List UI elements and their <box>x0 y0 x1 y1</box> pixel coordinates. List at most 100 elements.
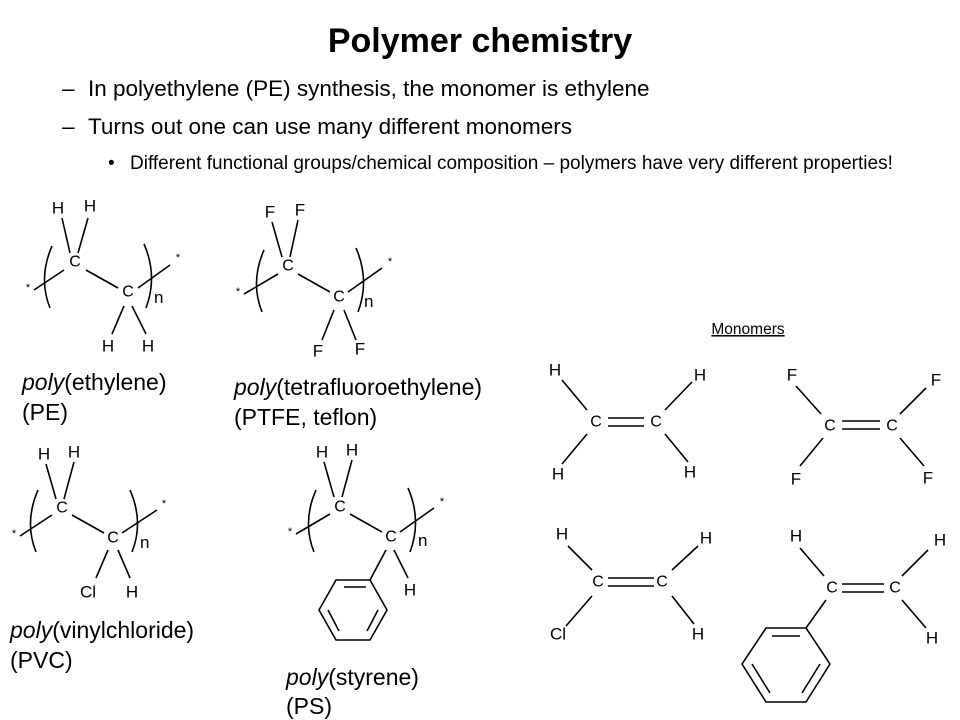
sub-bullet-text: Different functional groups/chemical com… <box>130 153 893 174</box>
atom-h: H <box>68 443 80 462</box>
bond <box>805 599 827 629</box>
atom-h: H <box>346 441 358 460</box>
atom-c: C <box>826 580 838 597</box>
bond <box>297 273 331 293</box>
atom-cl: Cl <box>550 625 566 644</box>
end-group-star: * <box>288 526 293 538</box>
atom-f: F <box>313 342 323 361</box>
bond <box>799 547 825 577</box>
bond <box>565 595 593 627</box>
bond <box>664 433 689 463</box>
atom-f: F <box>295 201 305 220</box>
atom-h: H <box>694 366 706 385</box>
monomer-vinyl-chloride: C C H H Cl H <box>550 525 712 644</box>
bond <box>289 219 299 258</box>
atom-c: C <box>886 418 898 435</box>
end-group-star: * <box>236 286 241 298</box>
caption-ptfe-suffix: (tetrafluoroethylene) <box>276 374 482 400</box>
bullet-2: –Turns out one can use many different mo… <box>62 114 572 140</box>
atom-h: H <box>684 463 696 482</box>
benzene-ring <box>318 579 388 641</box>
structure-pvc: C C H H Cl H * * n <box>12 443 167 602</box>
caption-ptfe-abbr: (PTFE, teflon) <box>234 404 377 430</box>
atom-h: H <box>404 581 416 600</box>
bond <box>899 437 925 467</box>
caption-pe-suffix: (ethylene) <box>64 369 166 395</box>
bond <box>561 379 588 411</box>
bond <box>664 381 693 411</box>
structure-polystyrene: C C H H H * * n <box>288 441 445 641</box>
repeat-n: n <box>364 292 373 311</box>
atom-h: H <box>552 465 564 484</box>
benzene-ring <box>741 627 831 703</box>
bond <box>63 461 75 500</box>
bond <box>33 269 65 291</box>
bond <box>121 509 158 534</box>
bracket-right <box>143 243 153 309</box>
bond <box>77 217 89 254</box>
bracket-right <box>129 489 139 553</box>
atom-f: F <box>265 203 275 222</box>
bond <box>347 267 383 293</box>
bond <box>19 514 53 537</box>
caption-ptfe-name: poly(tetrafluoroethylene) <box>233 374 482 400</box>
atom-h: H <box>934 531 946 550</box>
atom-c: C <box>56 500 68 517</box>
atom-c: C <box>334 499 346 516</box>
atom-c: C <box>592 574 604 591</box>
bullet-2-marker: – <box>62 114 75 139</box>
bond <box>899 387 927 415</box>
caption-ps-name: poly(styrene) <box>285 664 419 690</box>
atom-h: H <box>84 197 96 216</box>
atom-c: C <box>889 580 901 597</box>
bullet-1-marker: – <box>62 76 75 101</box>
bond <box>343 309 357 341</box>
end-group-star: * <box>26 282 31 294</box>
bond <box>799 437 824 467</box>
caption-pvc-prefix: poly <box>9 617 54 643</box>
bracket-left <box>255 249 265 313</box>
atom-h: H <box>38 445 50 464</box>
bond <box>349 513 383 533</box>
atom-c: C <box>385 529 397 546</box>
atom-h: H <box>549 361 561 380</box>
bond <box>366 609 379 632</box>
end-group-star: * <box>440 496 445 508</box>
monomers-heading: Monomers <box>711 321 784 338</box>
bond <box>295 513 331 535</box>
bond <box>399 507 435 533</box>
bond <box>131 305 147 335</box>
caption-pvc-name: poly(vinylchloride) <box>9 617 194 643</box>
bond <box>95 549 109 579</box>
atom-c: C <box>122 284 134 301</box>
atom-c: C <box>69 254 81 271</box>
end-group-star: * <box>162 498 167 510</box>
bond <box>795 385 822 415</box>
bond <box>61 217 71 254</box>
caption-pvc-suffix: (vinylchloride) <box>52 617 194 643</box>
atom-c: C <box>650 414 662 431</box>
caption-ps-abbr: (PS) <box>286 693 332 719</box>
bond <box>561 433 588 465</box>
caption-ps-suffix: (styrene) <box>328 664 419 690</box>
bullet-1-text: In polyethylene (PE) synthesis, the mono… <box>88 76 650 101</box>
atom-h: H <box>102 337 114 356</box>
sub-bullet-marker: • <box>108 153 115 174</box>
atom-c: C <box>824 418 836 435</box>
bracket-left <box>307 489 317 553</box>
atom-h: H <box>142 337 154 356</box>
caption-pvc-abbr: (PVC) <box>10 647 73 673</box>
bond <box>71 514 105 534</box>
bond <box>323 461 335 498</box>
bullet-1: –In polyethylene (PE) synthesis, the mon… <box>62 76 650 102</box>
bond <box>901 549 929 577</box>
caption-pe-abbr: (PE) <box>22 399 68 425</box>
bond <box>801 663 821 694</box>
repeat-n: n <box>154 288 163 307</box>
structure-polyethylene: C C H H H H * * n <box>26 197 181 356</box>
atom-h: H <box>692 625 704 644</box>
bond <box>369 549 387 581</box>
caption-pe-name: poly(ethylene) <box>21 369 166 395</box>
atom-c: C <box>107 530 119 547</box>
